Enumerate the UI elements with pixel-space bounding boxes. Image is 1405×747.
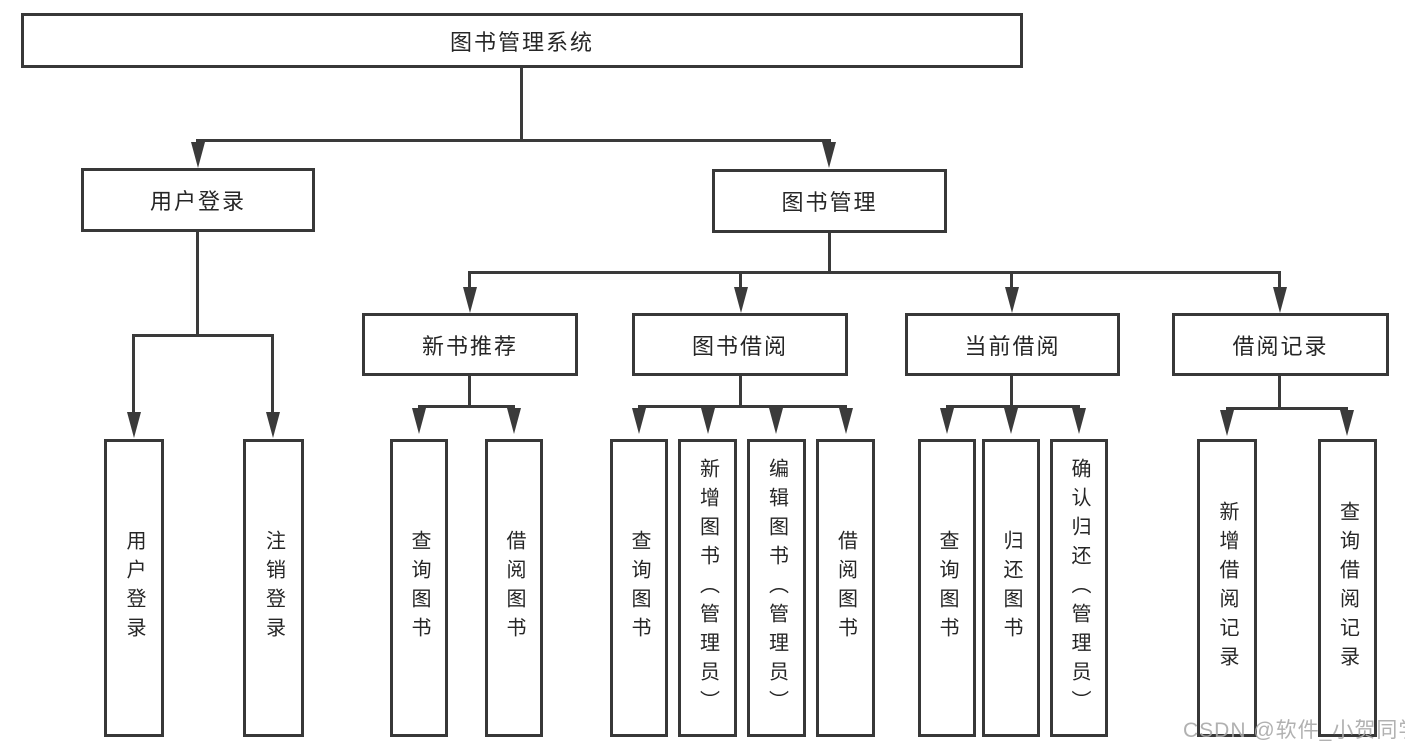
node-leaf-return-book: 归还图书: [982, 439, 1040, 737]
arrowhead-leaf-return-book: [1004, 408, 1018, 434]
arrowhead-leaf-query-book-bor: [632, 408, 646, 434]
node-book-mgmt-label: 图书管理: [781, 190, 878, 215]
node-leaf-query-book-cur: 查询图书: [918, 439, 976, 737]
node-leaf-user-login-label: 用户登录: [123, 530, 145, 646]
connector-arm-book-borrow: [739, 271, 742, 291]
csdn-watermark: CSDN @软件_小贺同学: [1183, 719, 1405, 742]
connector-level3-branch: [468, 271, 1281, 274]
arrowhead-leaf-confirm-return: [1072, 408, 1086, 434]
node-book-borrow: 图书借阅: [632, 313, 848, 376]
arrowhead-leaf-query-record: [1340, 410, 1354, 436]
connector-current-borrow-branch: [946, 405, 1080, 408]
arrowhead-book-borrow: [734, 287, 748, 313]
arrowhead-user-login: [191, 142, 205, 168]
arrowhead-leaf-query-book-rec: [412, 408, 426, 434]
connector-arm-new-book-rec: [468, 271, 471, 291]
node-leaf-return-book-label: 归还图书: [1000, 530, 1022, 646]
connector-book-borrow-stem: [739, 376, 742, 408]
node-new-book-rec: 新书推荐: [362, 313, 578, 376]
node-leaf-query-book-bor: 查询图书: [610, 439, 668, 737]
node-leaf-add-book-label: 新增图书（管理员）: [696, 457, 719, 719]
connector-arm-current-borrow: [1010, 271, 1013, 291]
connector-new-book-rec-stem: [468, 376, 471, 408]
node-user-login-label: 用户登录: [149, 189, 246, 214]
node-leaf-edit-book: 编辑图书（管理员）: [747, 439, 806, 737]
node-leaf-query-book-rec-label: 查询图书: [408, 530, 430, 646]
connector-borrow-record-stem: [1278, 374, 1281, 410]
arrowhead-current-borrow: [1005, 287, 1019, 313]
arrowhead-leaf-edit-book: [769, 408, 783, 434]
node-leaf-borrow-book-rec-label: 借阅图书: [503, 530, 525, 646]
arrowhead-leaf-user-login: [127, 412, 141, 438]
node-book-mgmt: 图书管理: [712, 169, 947, 233]
node-current-borrow: 当前借阅: [905, 313, 1120, 376]
node-leaf-edit-book-label: 编辑图书（管理员）: [765, 457, 788, 719]
node-leaf-logout-label: 注销登录: [262, 530, 285, 646]
node-leaf-confirm-return-label: 确认归还（管理员）: [1068, 457, 1090, 719]
connector-user-login-branch: [132, 334, 274, 337]
arrowhead-leaf-borrow-book: [839, 408, 853, 434]
connector-borrow-record-branch: [1226, 407, 1348, 410]
connector-root-stem: [520, 68, 523, 141]
arrowhead-leaf-logout: [266, 412, 280, 438]
node-leaf-query-record-label: 查询借阅记录: [1336, 501, 1359, 675]
connector-new-book-rec-branch: [418, 405, 515, 408]
arrowhead-new-book-rec: [463, 287, 477, 313]
node-leaf-query-book-bor-label: 查询图书: [628, 530, 650, 646]
connector-arm-leaf-user-login: [132, 334, 135, 414]
node-root: 图书管理系统: [21, 13, 1023, 68]
node-leaf-confirm-return: 确认归还（管理员）: [1050, 439, 1108, 737]
node-leaf-query-record: 查询借阅记录: [1318, 439, 1377, 737]
node-leaf-query-book-cur-label: 查询图书: [936, 530, 958, 646]
connector-book-mgmt-stem: [828, 233, 831, 274]
node-borrow-record: 借阅记录: [1172, 313, 1389, 376]
node-book-borrow-label: 图书借阅: [691, 333, 788, 359]
connector-arm-leaf-logout: [271, 334, 274, 414]
connector-level2-branch: [196, 139, 831, 142]
arrowhead-leaf-query-book-cur: [940, 408, 954, 434]
connector-current-borrow-stem: [1010, 376, 1013, 408]
arrowhead-leaf-borrow-book-rec: [507, 408, 521, 434]
connector-arm-borrow-record: [1278, 271, 1281, 291]
node-leaf-user-login: 用户登录: [104, 439, 164, 737]
node-current-borrow-label: 当前借阅: [964, 333, 1061, 359]
node-user-login: 用户登录: [81, 168, 315, 232]
node-borrow-record-label: 借阅记录: [1232, 333, 1329, 359]
node-new-book-rec-label: 新书推荐: [421, 333, 518, 359]
node-leaf-borrow-book: 借阅图书: [816, 439, 875, 737]
arrowhead-borrow-record: [1273, 287, 1287, 313]
node-leaf-borrow-book-rec: 借阅图书: [485, 439, 543, 737]
node-leaf-logout: 注销登录: [243, 439, 304, 737]
node-root-label: 图书管理系统: [449, 29, 594, 55]
node-leaf-add-record: 新增借阅记录: [1197, 439, 1257, 737]
node-leaf-add-record-label: 新增借阅记录: [1216, 501, 1238, 675]
arrowhead-book-mgmt: [822, 142, 836, 168]
node-leaf-query-book-rec: 查询图书: [390, 439, 448, 737]
arrowhead-leaf-add-record: [1220, 410, 1234, 436]
connector-user-login-stem: [196, 232, 199, 337]
node-leaf-add-book: 新增图书（管理员）: [678, 439, 737, 737]
connector-book-borrow-branch: [638, 405, 847, 408]
arrowhead-leaf-add-book: [701, 408, 715, 434]
node-leaf-borrow-book-label: 借阅图书: [834, 530, 857, 646]
